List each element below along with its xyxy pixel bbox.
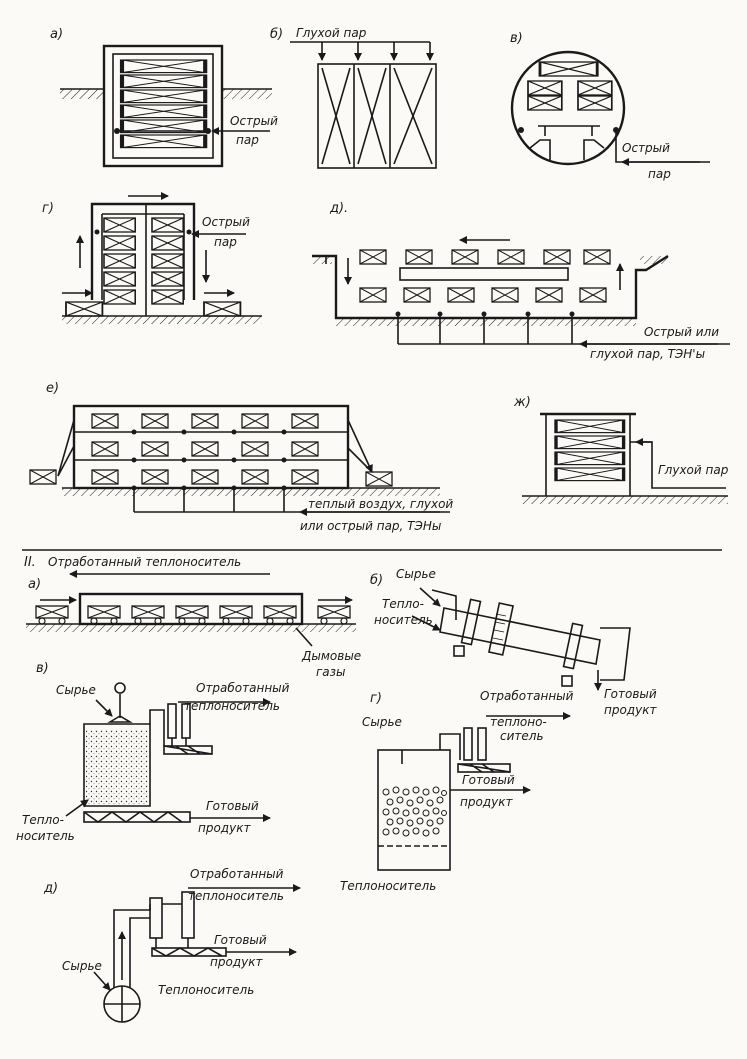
crate-stack-1a [122,60,205,148]
label-1e-air-2: или острый пар, ТЭНы [300,519,441,533]
label-2v-product-1: Готовый [206,799,259,813]
label-1v-steam-1: Острый [622,141,670,155]
diagram-2g-fluidized-bed: г) Сырье Отработанный теплоно- ситель Го… [340,689,574,893]
diagram-1b-indirect-steam: б) Глухой пар [270,26,437,169]
label-2d-product-2: продукт [210,955,263,969]
diagram-2d-pneumatic-dryer: д) Отработанный теплоноситель Готовый пр… [43,867,301,1023]
crate-group-1v [527,60,613,111]
crate-row-1d-top [359,249,611,265]
label-2v-raw: Сырье [56,683,96,697]
label-2g-product-2: продукт [460,795,513,809]
label-1d: д). [329,201,348,216]
label-2d-spent-2: теплоноситель [188,889,284,903]
label-1b-steam: Глухой пар [296,26,367,40]
label-1e-air-1: теплый воздух, глухой [308,497,453,511]
label-2d: д) [43,881,58,896]
label-1g: г) [42,201,54,216]
granule-bed [382,786,447,837]
label-2b-carrier-1: Тепло- [382,597,424,611]
crate-row-1d-bottom [359,287,607,303]
label-2d-product-1: Готовый [214,933,267,947]
label-2b-product-1: Готовый [604,687,657,701]
crate-stack-1zh [554,418,626,483]
diagram-1a-steam-chamber: а) Острый пар [50,27,278,168]
label-2v-carrier-2: носитель [16,829,75,843]
label-2d-carrier: Теплоноситель [158,983,254,997]
label-2d-spent-1: Отработанный [190,867,284,881]
label-2v-spent-2: теплоноситель [184,699,280,713]
label-1a: а) [50,27,63,42]
label-1g-steam-2: пар [214,235,237,249]
label-2g-spent-1: Отработанный [480,689,574,703]
diagram-1d-pit-chamber: д). [312,201,730,361]
section-two-header: Отработанный теплоноситель [48,555,241,569]
diagram-2v-spray-dryer: в) Сырье Отработанный теплоноситель Гото… [16,661,290,843]
label-2v: в) [36,661,49,676]
label-2g-carrier: Теплоноситель [340,879,436,893]
label-1b: б) [270,27,283,42]
label-2g-spent-2: теплоно- [490,715,547,729]
label-1a-steam-1: Острый [230,114,278,128]
diagram-2a-cart-tunnel: а) Дымовые газы [26,577,361,679]
label-2b-carrier-2: носитель [374,613,433,627]
label-2a-gas-1: Дымовые [301,649,361,663]
label-2v-carrier-1: Тепло- [22,813,64,827]
diagram-1e-conveyor-tunnel: е) [29,381,453,533]
crate-stack-1g-right [151,217,184,305]
label-1zh-steam: Глухой пар [658,463,729,477]
label-2v-product-2: продукт [198,821,251,835]
diagram-1v-autoclave: в) Острый пар [510,31,710,181]
label-1zh: ж) [513,395,531,410]
label-2b-raw: Сырье [396,567,436,581]
crate-rows-1e [91,413,319,485]
label-2d-raw: Сырье [62,959,102,973]
label-1e: е) [46,381,59,396]
section-two-numeral: II. [24,555,36,570]
crate-stack-1g-left [103,217,136,305]
label-1v-steam-2: пар [648,167,671,181]
label-2v-spent-1: Отработанный [196,681,290,695]
label-2g-product-1: Готовый [462,773,515,787]
diagram-1g-tunnel-chamber: г) Острый пар [42,192,262,324]
label-1a-steam-2: пар [236,133,259,147]
label-1v: в) [510,31,523,46]
label-1d-steam-2: глухой пар, ТЭН'ы [590,347,705,361]
label-2g: г) [370,691,382,706]
diagram-2b-rotary-drum: б) Сырье Тепло- носитель Готовый продукт [370,567,657,717]
label-1g-steam-1: Острый [202,215,250,229]
diagram-1zh-small-chamber: ж) Глухой пар [513,395,729,504]
label-2g-spent-3: ситель [500,729,544,743]
label-2a-gas-2: газы [316,665,346,679]
label-2g-raw: Сырье [362,715,402,729]
label-2b-product-2: продукт [604,703,657,717]
label-2b: б) [370,573,383,588]
label-1d-steam-1: Острый или [644,325,719,339]
label-2a: а) [28,577,41,592]
